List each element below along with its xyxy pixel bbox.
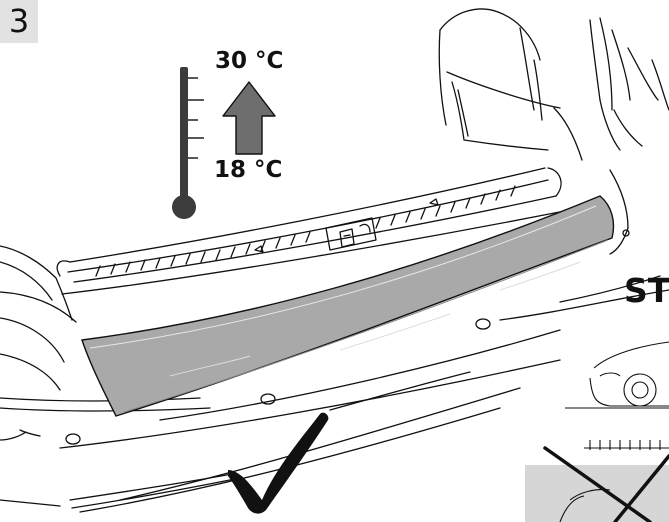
checkmark-icon xyxy=(228,412,329,514)
inset-wrong-condition xyxy=(525,440,669,522)
cross-icon xyxy=(543,446,669,522)
inset-car-side xyxy=(565,341,669,409)
tailgate-latch xyxy=(325,217,377,251)
max-temperature-label: 30 °C xyxy=(215,48,284,74)
tailgate-outline xyxy=(438,8,669,161)
up-arrow-icon xyxy=(222,81,276,155)
min-temperature-label: 18 °C xyxy=(214,157,283,183)
thermometer-icon xyxy=(172,67,204,219)
inset-heading-partial: ST xyxy=(624,271,669,310)
parking-sensors xyxy=(65,229,630,445)
boot-sill xyxy=(56,167,612,295)
step-number-badge: 3 xyxy=(0,0,38,43)
bumper-protector-strip xyxy=(81,195,615,417)
bumper-body xyxy=(0,169,669,449)
